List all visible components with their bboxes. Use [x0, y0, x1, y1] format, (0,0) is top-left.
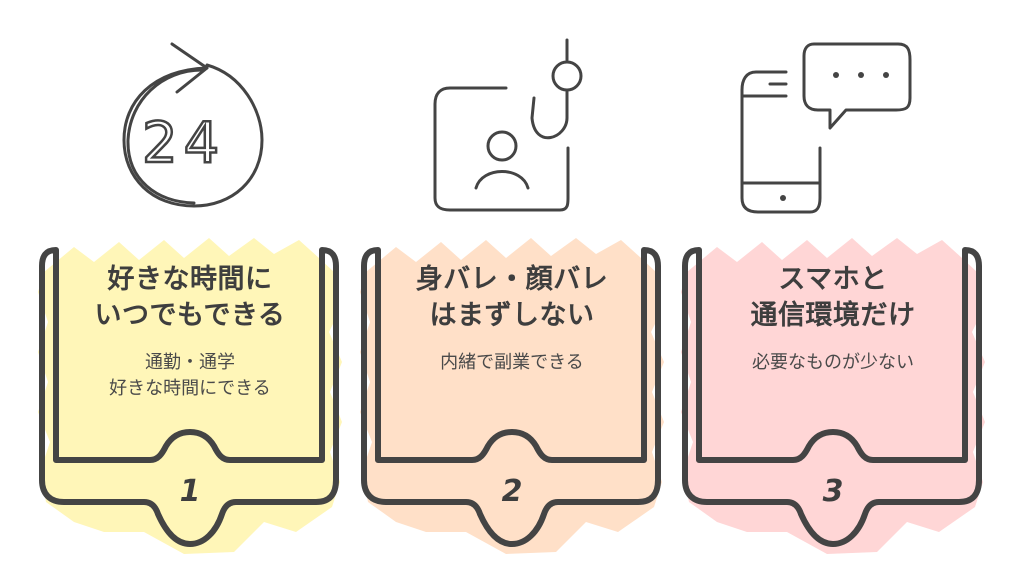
card-description-line: 必要なものが少ない [752, 352, 914, 373]
fishing-hook-profile-icon [430, 38, 600, 218]
card-description: 内緒で副業できる [356, 350, 668, 376]
card-title-line: 好きな時間に [107, 264, 273, 295]
card-title-line: 身バレ・顔バレ [415, 264, 609, 295]
feature-card-3: スマホと 通信環境だけ 必要なものが少ない 3 [677, 232, 989, 562]
card-title-line: いつでもできる [94, 300, 286, 331]
card-title-line: 通信環境だけ [750, 300, 916, 331]
card-title: スマホと 通信環境だけ [677, 262, 989, 334]
card-number: 3 [822, 474, 844, 509]
card-title-line: はまずしない [429, 300, 595, 331]
feature-card-1: 好きな時間に いつでもできる 通勤・通学 好きな時間にできる 1 [34, 232, 346, 562]
card-number: 1 [179, 474, 201, 509]
feature-card-2: 身バレ・顔バレ はまずしない 内緒で副業できる 2 [356, 232, 668, 562]
card-description-line: 好きな時間にできる [109, 378, 271, 399]
card-description: 必要なものが少ない [677, 350, 989, 376]
smartphone-chat-icon [736, 38, 914, 216]
card-title: 好きな時間に いつでもできる [34, 262, 346, 334]
card-number: 2 [501, 474, 523, 509]
24-hour-clock-icon: 24 [112, 40, 272, 210]
card-description-line: 内緒で副業できる [440, 352, 584, 373]
clock-24-label: 24 [142, 111, 225, 176]
card-description: 通勤・通学 好きな時間にできる [34, 350, 346, 402]
card-title-line: スマホと [778, 264, 888, 295]
card-description-line: 通勤・通学 [145, 352, 235, 373]
card-title: 身バレ・顔バレ はまずしない [356, 262, 668, 334]
